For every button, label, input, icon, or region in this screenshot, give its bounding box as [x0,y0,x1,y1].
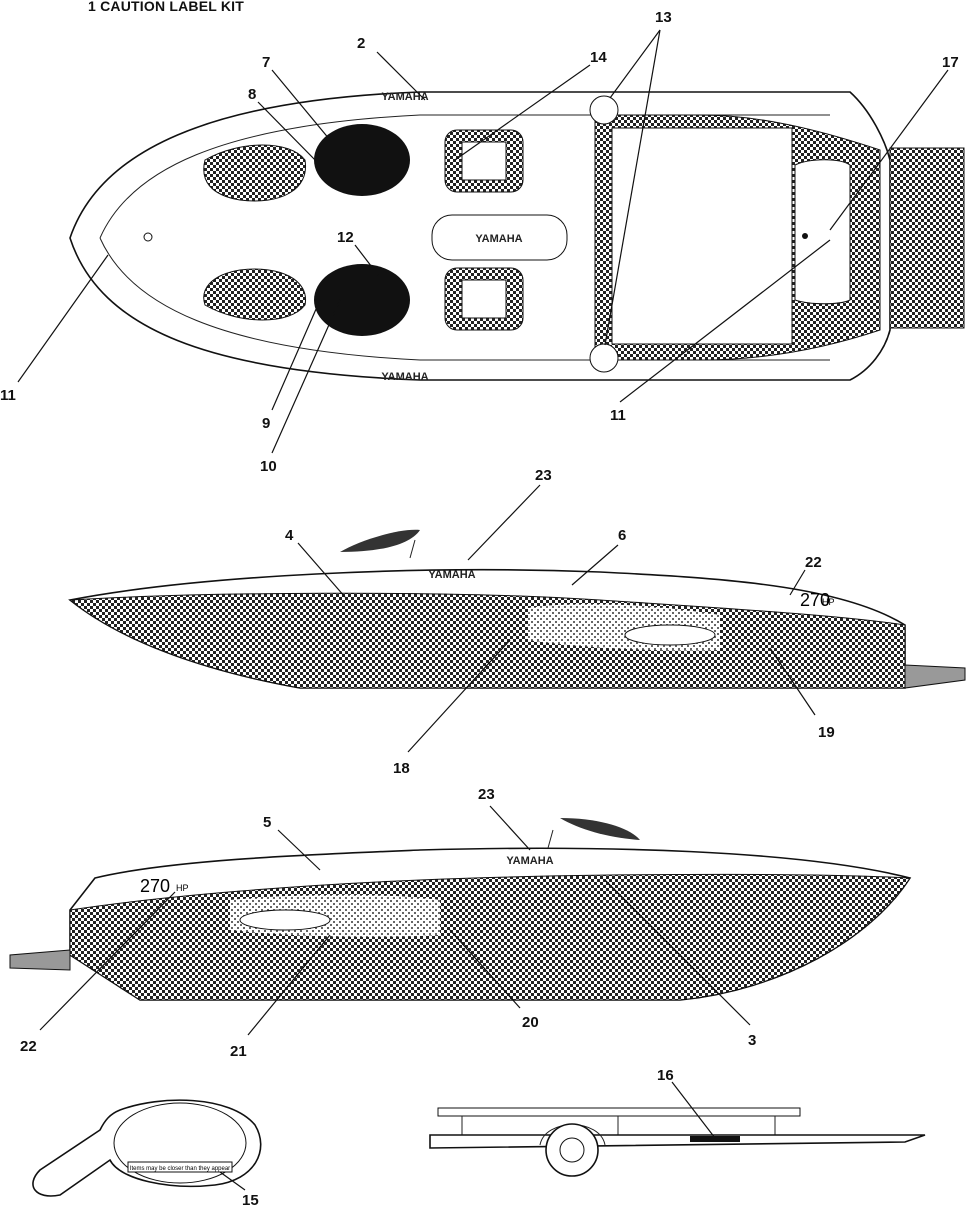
hp-badge-starboard: 270 [140,876,170,896]
callout-8: 8 [248,86,256,103]
callout-13: 13 [655,9,672,26]
callout-20: 20 [522,1014,539,1031]
callout-14: 14 [590,49,607,66]
hull-graphic-logo-port [624,624,716,646]
center-yamaha-text: YAMAHA [475,233,522,245]
boat-top-view: YAMAHA YAMAHA YAMAHA [69,91,965,383]
callout-21: 21 [230,1043,247,1060]
callout-9: 9 [262,415,270,432]
callout-12: 12 [337,229,354,246]
callout-numbers: 2 7 8 14 13 17 12 11 9 10 11 23 4 6 22 1… [0,9,959,1205]
console-dark-right [314,264,410,336]
mirror-label-detail: Items may be closer than they appear [32,1099,262,1197]
mirror-caution-text: Items may be closer than they appear [130,1166,230,1172]
hp-unit-starboard: HP [176,883,189,893]
callout-2: 2 [357,35,365,52]
callout-22-port: 22 [805,554,822,571]
callout-17: 17 [942,54,959,71]
trailer-detail [429,1107,926,1177]
callout-6: 6 [618,527,626,544]
boat-side-view-starboard: YAMAHA 270 HP [9,818,912,1001]
callout-22-starboard: 22 [20,1038,37,1055]
callout-23-starboard: 23 [478,786,495,803]
callout-15: 15 [242,1192,259,1205]
hull-graphic-logo-starboard [239,909,331,931]
callout-10: 10 [260,458,277,475]
hp-badge-port: 270 [800,590,830,610]
callout-4: 4 [285,527,294,544]
callout-3: 3 [748,1032,756,1049]
diagram-title: 1 CAUTION LABEL KIT [88,0,244,14]
callout-11-bow: 11 [0,387,16,404]
callout-23-port: 23 [535,467,552,484]
side-yamaha-text-starboard: YAMAHA [506,855,553,867]
side-yamaha-text-port: YAMAHA [428,569,475,581]
callout-5: 5 [263,814,271,831]
boat-side-view-port: YAMAHA 270 HP [68,529,966,689]
gunwale-yamaha-text-top: YAMAHA [381,91,428,103]
hp-unit-port: HP [822,597,835,607]
callout-18: 18 [393,760,410,777]
callout-7: 7 [262,54,270,71]
gunwale-yamaha-text-bottom: YAMAHA [381,371,428,383]
callout-16: 16 [657,1067,674,1084]
leader-lines [17,29,949,1191]
callout-19: 19 [818,724,835,741]
callout-11-stern: 11 [610,407,626,424]
console-dark-left [314,124,410,196]
